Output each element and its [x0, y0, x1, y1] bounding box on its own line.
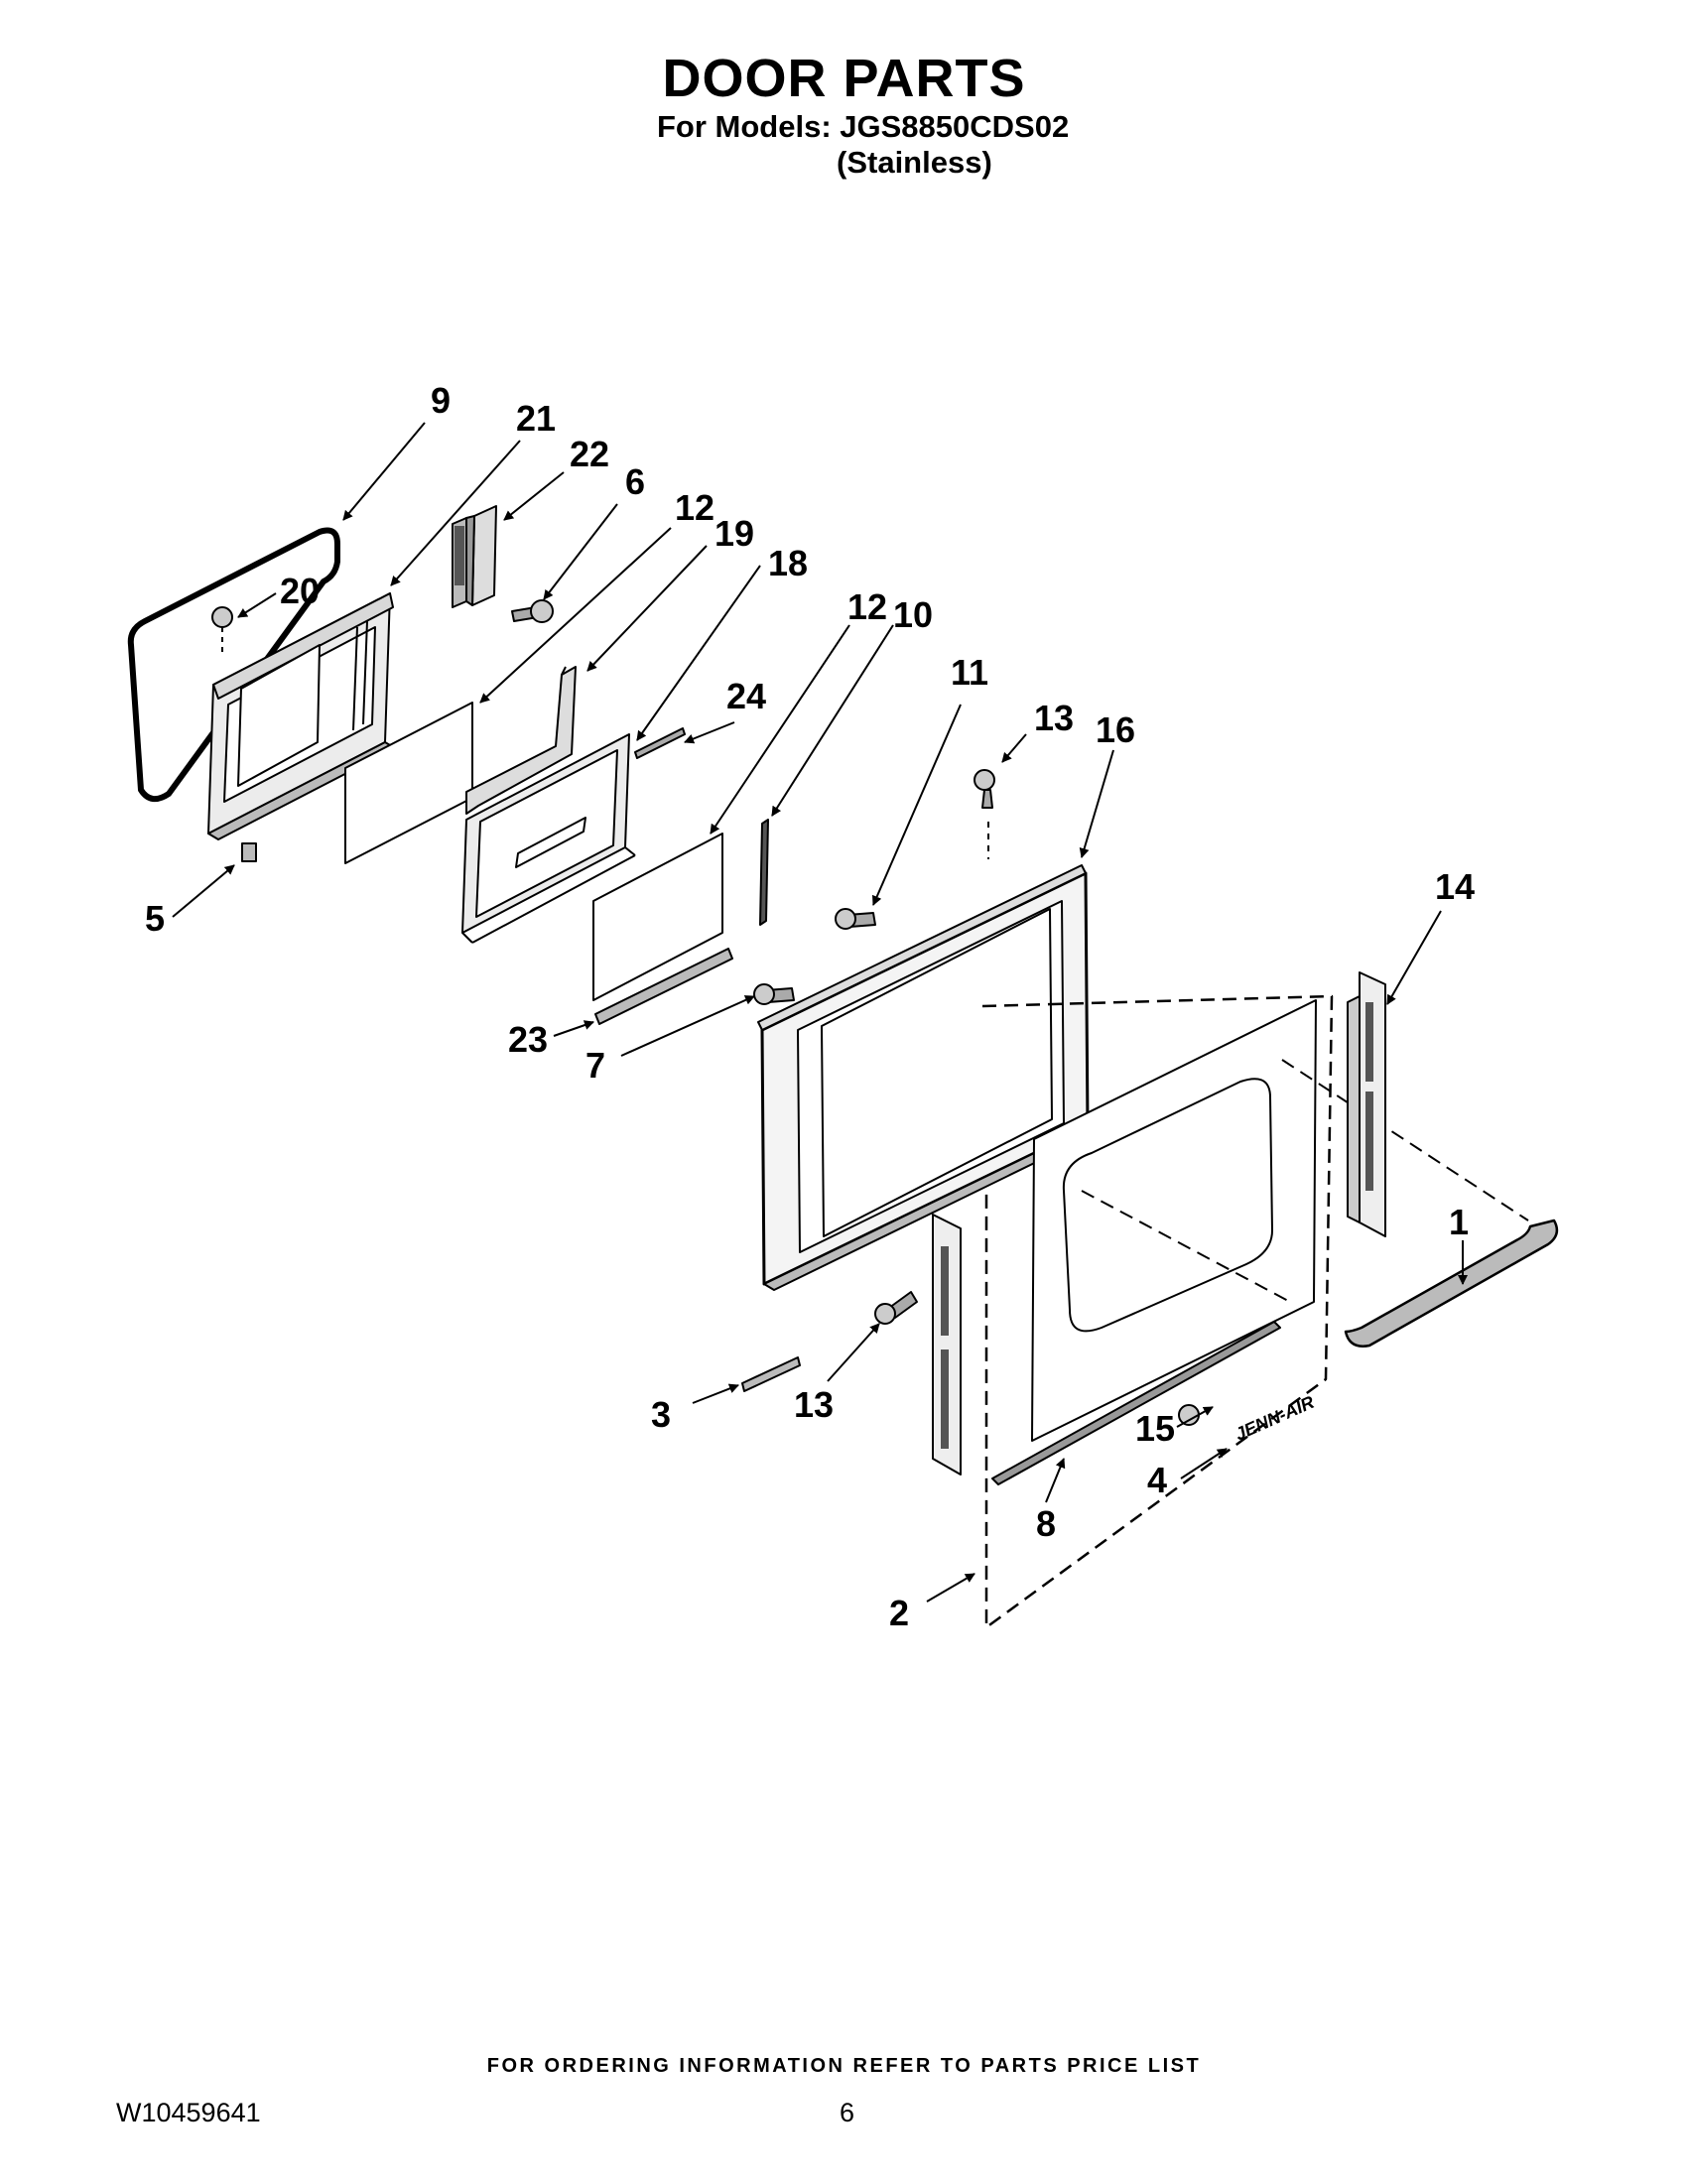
callout-16: 16	[1096, 709, 1135, 750]
variant-line: (Stainless)	[837, 145, 992, 180]
left-bracket-part	[932, 1214, 962, 1476]
callout-leaders	[172, 422, 1468, 1603]
page-number: 6	[840, 2098, 855, 2127]
callout-12: 12	[675, 487, 714, 528]
clip-part-3	[741, 1356, 801, 1392]
callout-15: 15	[1135, 1408, 1175, 1449]
screw-part-13-lower	[874, 1291, 918, 1325]
trim-strip-part-8	[991, 1321, 1281, 1485]
side-strip-part-10	[759, 819, 769, 926]
glass-pane-part-2	[592, 833, 723, 1001]
models-line: For Models: JGS8850CDS02	[657, 109, 1070, 144]
callout-10: 10	[893, 594, 933, 635]
screw-part-20	[211, 606, 233, 655]
callout-9: 9	[431, 380, 451, 421]
callout-6: 6	[625, 461, 645, 502]
screw-part-6	[511, 599, 554, 623]
hinge-part	[452, 505, 497, 608]
callout-8: 8	[1036, 1503, 1056, 1544]
callout-24: 24	[726, 676, 766, 716]
inner-door-frame-part	[207, 592, 396, 840]
callout-13b: 13	[794, 1384, 834, 1425]
callout-12b: 12	[847, 586, 887, 627]
screw-part-13-top	[974, 769, 995, 859]
callout-11: 11	[951, 652, 988, 693]
block-part-5	[241, 842, 257, 862]
callout-19: 19	[714, 513, 754, 554]
document-number: W10459641	[116, 2098, 261, 2127]
callout-20: 20	[280, 571, 320, 611]
callout-7: 7	[585, 1045, 605, 1086]
callout-1: 1	[1449, 1202, 1469, 1242]
brand-mark: JENN-AIR	[1232, 1392, 1317, 1445]
door-panel-part	[981, 994, 1529, 1629]
glass-pack-frame-part	[461, 733, 636, 944]
screw-part-11	[835, 908, 876, 930]
glass-pane-part	[344, 702, 473, 864]
callout-3: 3	[651, 1394, 671, 1435]
badge-part-15	[1178, 1404, 1200, 1426]
callout-21: 21	[516, 398, 556, 439]
right-bracket-part	[1347, 971, 1386, 1237]
callout-numbers: 9 21 22 6 12 19 18 20 12 10 24 11 13 16 …	[145, 380, 1475, 1633]
insulation-part	[465, 666, 577, 815]
page-title: DOOR PARTS	[662, 49, 1026, 108]
outer-door-frame-part	[757, 864, 1097, 1291]
door-gasket-part	[127, 527, 340, 803]
strip-part-24	[634, 727, 686, 759]
door-handle-part	[1344, 1219, 1559, 1348]
callout-2: 2	[889, 1593, 909, 1633]
ordering-note: FOR ORDERING INFORMATION REFER TO PARTS …	[486, 2055, 1202, 2077]
screw-part-7	[753, 983, 795, 1005]
callout-14: 14	[1435, 866, 1475, 907]
callout-13a: 13	[1034, 698, 1074, 738]
callout-22: 22	[570, 434, 609, 474]
callout-5: 5	[145, 898, 165, 939]
callout-23: 23	[508, 1019, 548, 1060]
callout-18: 18	[768, 543, 808, 583]
callout-4: 4	[1147, 1460, 1167, 1500]
channel-part-23	[594, 948, 733, 1025]
